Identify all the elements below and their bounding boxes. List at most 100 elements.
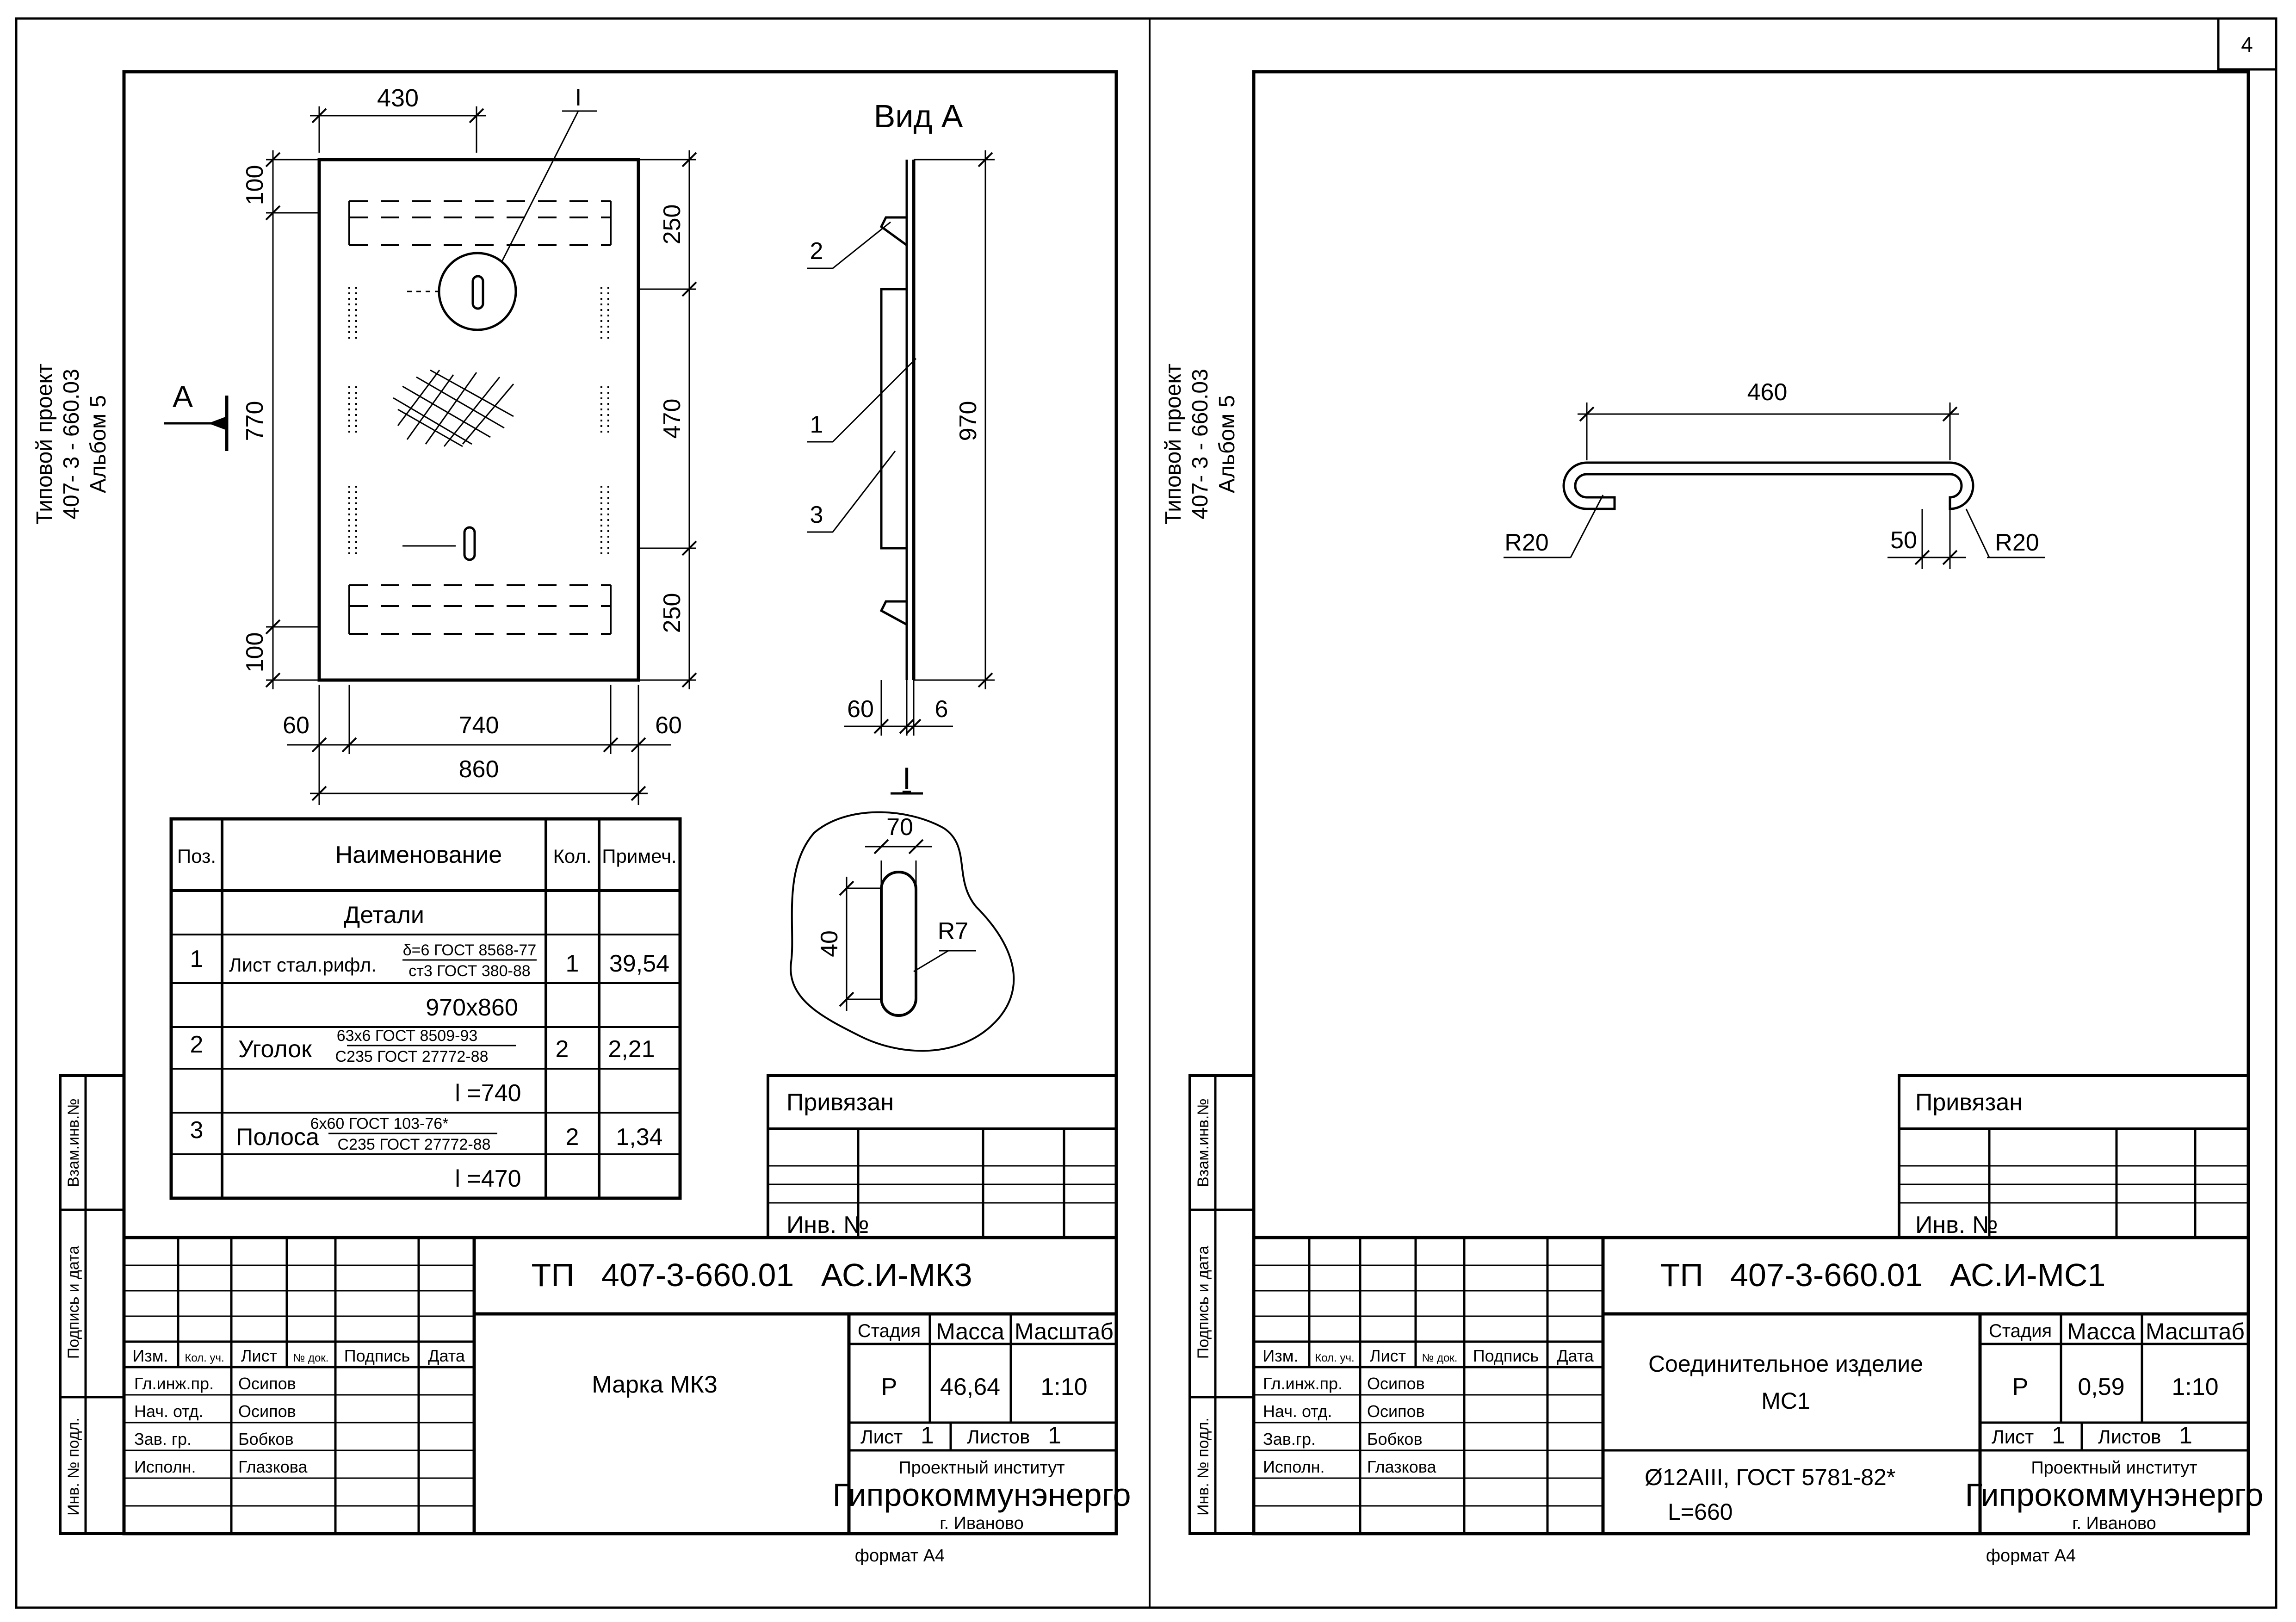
dim-60-right: 60 bbox=[655, 712, 682, 739]
dim-250-bottom: 250 bbox=[659, 593, 686, 633]
view-a-dim-970: 970 bbox=[955, 401, 982, 441]
detail-i-title: I bbox=[903, 761, 911, 795]
right-sheet-label: Лист bbox=[1992, 1426, 2034, 1448]
right-name-1: Осипов bbox=[1367, 1374, 1425, 1393]
left-rev-h-sign: Подпись bbox=[344, 1346, 410, 1365]
left-rev-h-date: Дата bbox=[428, 1346, 465, 1365]
spec-row3-std-bottom: С235 ГОСТ 27772-88 bbox=[337, 1136, 490, 1153]
right-rev-h-date: Дата bbox=[1557, 1346, 1594, 1365]
mc1-drawing: 460 R20 50 R20 bbox=[1504, 379, 2045, 569]
right-sheets-total: 1 bbox=[2179, 1422, 2192, 1449]
right-name-2: Осипов bbox=[1367, 1402, 1425, 1421]
spec-row3-std-top: 6х60 ГОСТ 103-76* bbox=[310, 1115, 449, 1133]
right-scale: 1:10 bbox=[2172, 1374, 2218, 1400]
right-rev-h-kol: Кол. уч. bbox=[1315, 1352, 1354, 1364]
dim-60-left: 60 bbox=[283, 712, 309, 739]
left-mass-label: Масса bbox=[936, 1319, 1004, 1344]
right-product-name-2: МС1 bbox=[1761, 1388, 1810, 1414]
left-privyazan-block: Привязан Инв. № bbox=[767, 1074, 1118, 1239]
right-strip-label-3: Инв. № подл. bbox=[1194, 1418, 1212, 1516]
right-title-block: Изм. Кол. уч. Лист № док. Подпись Дата Г… bbox=[1254, 1236, 2264, 1566]
dim-470: 470 bbox=[659, 399, 686, 439]
right-side-label-1: Типовой проект bbox=[1161, 364, 1186, 525]
corrugation-left bbox=[348, 287, 357, 555]
left-title-block: Изм. Кол. уч. Лист № док. Подпись Дата Г… bbox=[124, 1236, 1131, 1566]
spec-row1-pos: 1 bbox=[190, 946, 204, 972]
plate-outline bbox=[317, 158, 640, 682]
left-rev-h-list: Лист bbox=[241, 1346, 277, 1365]
detail-i-outline bbox=[790, 811, 1015, 1052]
left-sheet-no: 1 bbox=[921, 1422, 934, 1449]
right-institute-line1: Проектный институт bbox=[2031, 1458, 2197, 1478]
right-main-title: ТП 407-3-660.01 АС.И-МС1 bbox=[1660, 1257, 2106, 1293]
right-rev-h-doc: № док. bbox=[1422, 1352, 1458, 1364]
view-a-item-2: 2 bbox=[810, 238, 823, 265]
spec-row1-name: Лист стал.рифл. bbox=[229, 954, 377, 976]
spec-row2-name: Уголок bbox=[238, 1036, 312, 1063]
dim-860: 860 bbox=[459, 756, 499, 783]
view-a-title: Вид А bbox=[874, 98, 963, 134]
left-stage-label: Стадия bbox=[858, 1321, 921, 1341]
mc1-dim-460: 460 bbox=[1747, 379, 1788, 406]
left-scale-label: Масштаб bbox=[1015, 1319, 1114, 1344]
spec-row2-size: l =740 bbox=[455, 1080, 521, 1107]
right-stage: Р bbox=[2012, 1374, 2029, 1400]
view-a-item-3: 3 bbox=[810, 501, 823, 528]
left-sheets-label: Листов bbox=[967, 1426, 1030, 1448]
detail-i: I 70 40 R7 bbox=[790, 761, 1015, 1052]
spec-row3-qty: 2 bbox=[566, 1124, 579, 1151]
left-role-3: Зав. гр. bbox=[134, 1430, 192, 1449]
right-format: формат А4 bbox=[1986, 1546, 2076, 1566]
left-rev-h-kol: Кол. уч. bbox=[185, 1352, 224, 1364]
left-name-2: Осипов bbox=[238, 1402, 296, 1421]
right-name-4: Глазкова bbox=[1367, 1457, 1436, 1476]
left-strip-label-2: Подпись и дата bbox=[65, 1246, 82, 1359]
right-product-name-1: Соединительное изделие bbox=[1648, 1351, 1923, 1377]
left-role-2: Нач. отд. bbox=[134, 1402, 204, 1421]
detail-dim-70: 70 bbox=[886, 814, 913, 841]
detail-r7: R7 bbox=[938, 918, 968, 945]
spec-row3-note: 1,34 bbox=[616, 1124, 662, 1151]
slot-bottom bbox=[463, 526, 476, 561]
spec-row1-qty: 1 bbox=[566, 950, 579, 977]
left-strip-label-3: Инв. № подл. bbox=[65, 1418, 82, 1516]
left-side-label-2: 407- 3 - 660.03 bbox=[59, 369, 84, 520]
left-strip-label-1: Взам.инв.№ bbox=[65, 1098, 82, 1187]
right-material-1: Ø12АIII, ГОСТ 5781-82* bbox=[1645, 1464, 1895, 1490]
right-inv-no: Инв. № bbox=[1915, 1212, 1998, 1238]
left-institute-city: г. Иваново bbox=[940, 1514, 1024, 1533]
left-product-name: Марка МК3 bbox=[592, 1371, 718, 1398]
right-rev-h-sign: Подпись bbox=[1473, 1346, 1539, 1365]
spec-header-note: Примеч. bbox=[602, 845, 676, 867]
crosshatch-pattern bbox=[393, 369, 514, 447]
left-rev-h-doc: № док. bbox=[293, 1352, 329, 1364]
left-strip bbox=[59, 1074, 125, 1535]
right-privyazan: Привязан bbox=[1915, 1089, 2023, 1116]
spec-header-qty: Кол. bbox=[553, 845, 591, 867]
right-strip-label-1: Взам.инв.№ bbox=[1194, 1098, 1212, 1187]
spec-table: Поз. Наименование Кол. Примеч. Детали 1 … bbox=[169, 817, 682, 1200]
right-strip bbox=[1188, 1074, 1255, 1535]
slot-top bbox=[471, 275, 484, 310]
dim-100-bottom: 100 bbox=[241, 632, 268, 673]
left-rev-h-izm: Изм. bbox=[132, 1346, 168, 1365]
spec-row1-note: 39,54 bbox=[609, 950, 669, 977]
right-name-3: Бобков bbox=[1367, 1430, 1423, 1449]
mc1-r20-left: R20 bbox=[1504, 529, 1548, 556]
left-frame bbox=[122, 70, 1118, 1535]
section-mark-a: А bbox=[173, 379, 193, 414]
detail-circle-i bbox=[438, 252, 517, 331]
page-border bbox=[15, 17, 2277, 1609]
right-stage-label: Стадия bbox=[1989, 1321, 2052, 1341]
spec-row1-std-bottom: ст3 ГОСТ 380-88 bbox=[408, 962, 530, 980]
spec-header-name: Наименование bbox=[335, 842, 502, 868]
right-mass-label: Масса bbox=[2067, 1319, 2135, 1344]
spec-section: Детали bbox=[344, 902, 424, 929]
spec-row3-pos: 3 bbox=[190, 1117, 204, 1144]
spec-row2-pos: 2 bbox=[190, 1031, 204, 1058]
left-mass: 46,64 bbox=[940, 1374, 1000, 1400]
corrugation-top bbox=[348, 200, 612, 246]
left-name-1: Осипов bbox=[238, 1374, 296, 1393]
left-scale: 1:10 bbox=[1040, 1374, 1087, 1400]
